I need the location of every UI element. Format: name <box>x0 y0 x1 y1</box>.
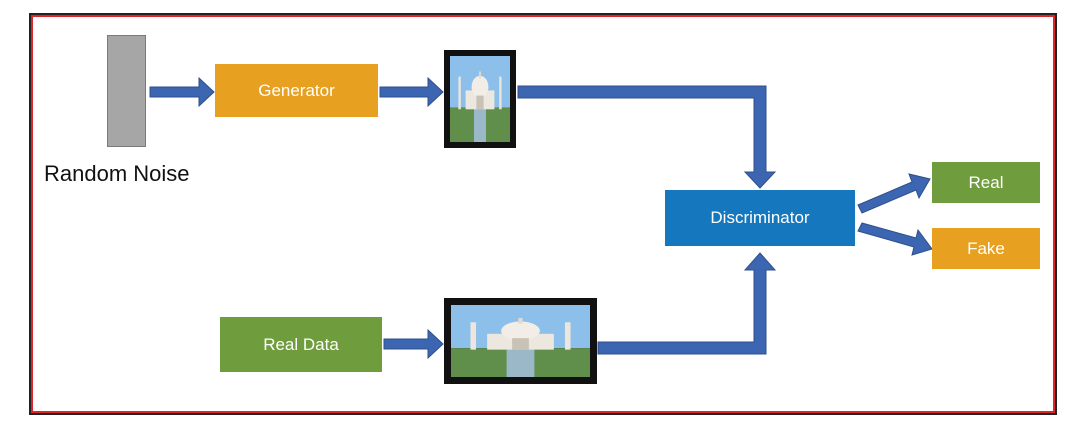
real-output-box: Real <box>932 162 1040 203</box>
random-noise-bar <box>107 35 146 147</box>
taj-mahal-photo-icon <box>450 56 510 142</box>
real-data-box: Real Data <box>220 317 382 372</box>
random-noise-label: Random Noise <box>44 161 190 186</box>
generator-box: Generator <box>215 64 378 117</box>
generated-to-discriminator-arrow <box>517 85 777 189</box>
realimage-to-discriminator-arrow <box>597 252 777 355</box>
fake-output-box: Fake <box>932 228 1040 269</box>
discriminator-to-fake-arrow <box>857 222 933 256</box>
realdata-to-image-arrow <box>383 328 444 360</box>
discriminator-box: Discriminator <box>665 190 855 246</box>
real-image <box>444 298 597 384</box>
discriminator-to-real-arrow <box>857 173 931 214</box>
generated-image <box>444 50 516 148</box>
taj-mahal-photo-icon <box>451 305 590 377</box>
generator-to-image-arrow <box>379 76 444 108</box>
noise-to-generator-arrow <box>149 76 215 108</box>
